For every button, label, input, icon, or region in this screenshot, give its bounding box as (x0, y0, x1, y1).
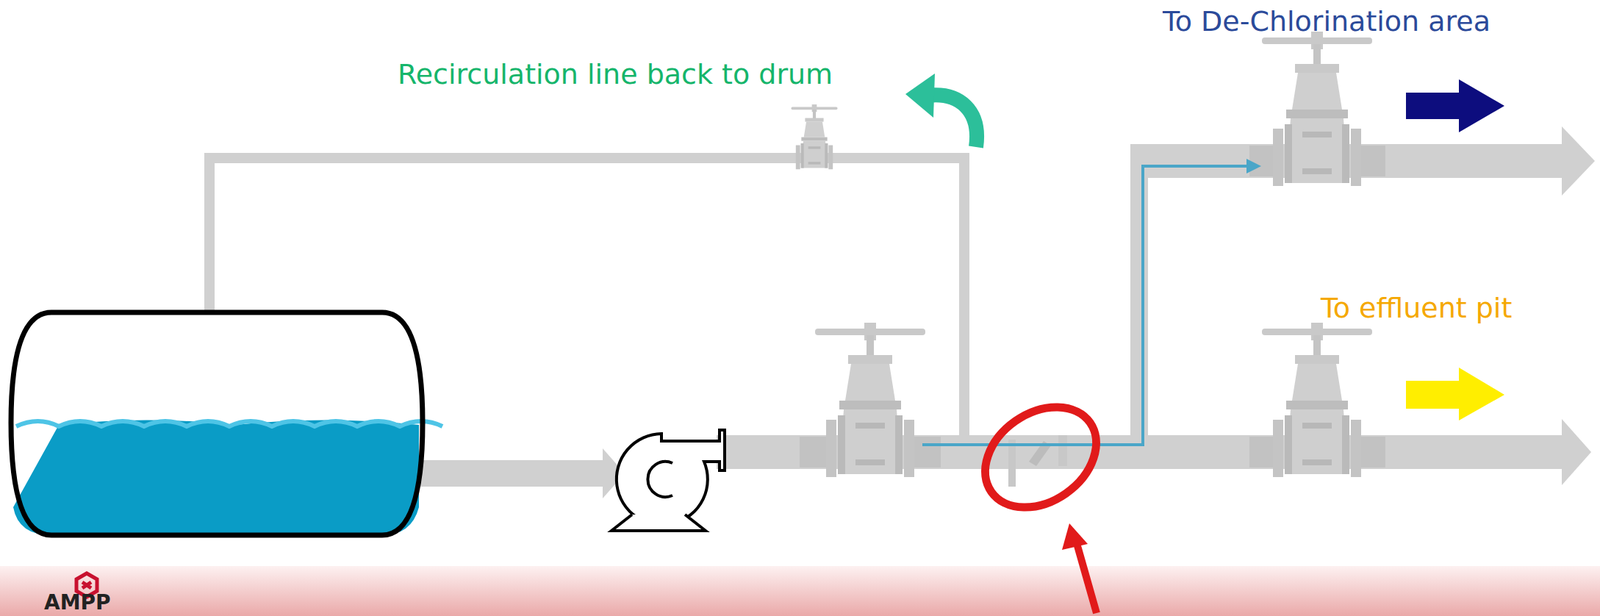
recirculation-label: Recirculation line back to drum (397, 58, 833, 92)
pump-discharge-valve (815, 322, 926, 477)
logo-text: AMPP (44, 590, 111, 615)
recirc-valve (791, 104, 838, 170)
dechlorination-valve (1261, 31, 1373, 186)
effluent-valve (1261, 322, 1373, 477)
outlet-label: To De-Chlorination area (1162, 5, 1491, 39)
outlet-label: To effluent pit (1320, 292, 1512, 325)
